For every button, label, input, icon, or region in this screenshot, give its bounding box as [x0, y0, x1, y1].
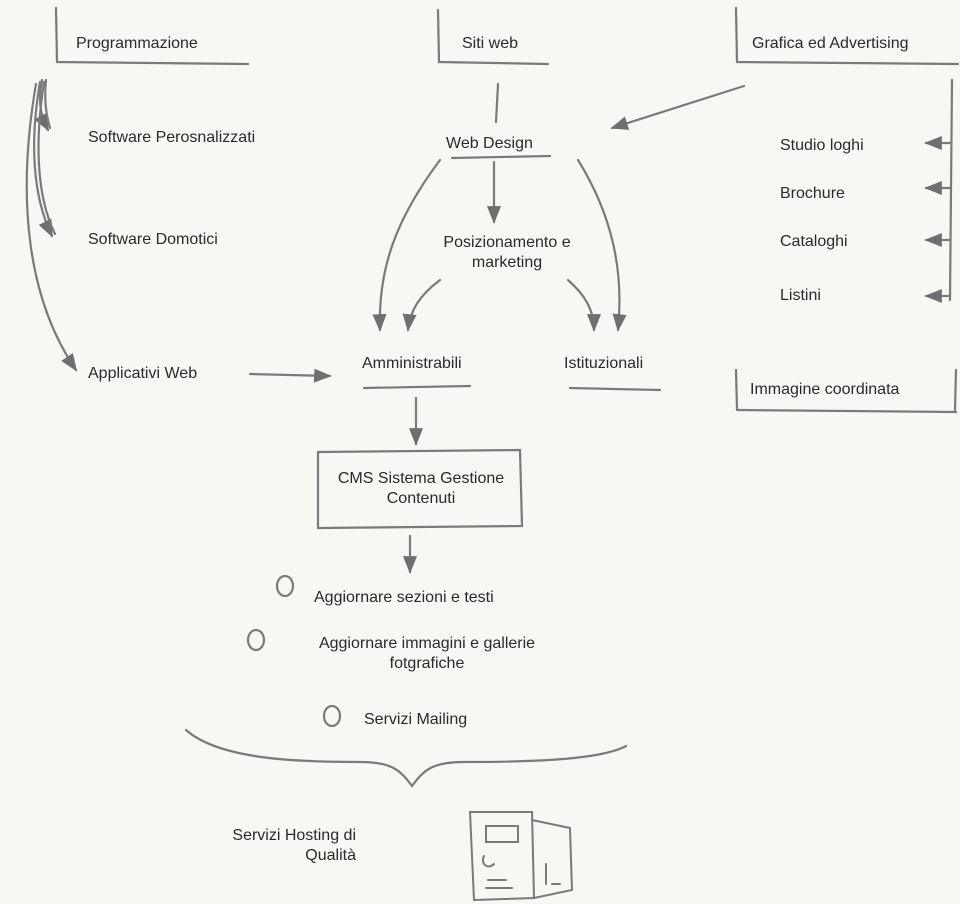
siti-web-bracket [436, 8, 550, 66]
arrow-webdesign-to-amministrabili [372, 158, 442, 332]
cms-title: CMS Sistema Gestione Contenuti [337, 470, 505, 507]
immagine-coordinata: Immagine coordinata [750, 381, 900, 398]
category-grafica: Grafica ed Advertising [752, 35, 909, 52]
istituzionali-underline [568, 386, 662, 392]
line-sitiweb-to-webdesign [494, 82, 500, 124]
curly-brace [184, 728, 628, 788]
arrow-posizionamento-to-istituzionali [566, 278, 602, 332]
grafica-bracket [734, 6, 960, 66]
webdesign-underline [450, 154, 552, 160]
arrow-posizionamento-to-amministrabili [402, 278, 442, 332]
arrow-grafica-to-webdesign [610, 84, 746, 130]
immagine-underline [736, 408, 958, 414]
item-applicativi-web: Applicativi Web [88, 365, 198, 382]
arrow-webdesign-to-istituzionali [576, 158, 627, 332]
web-design: Web Design [446, 135, 533, 152]
amministrabili: Amministrabili [362, 355, 462, 372]
programmazione-bracket [54, 6, 250, 66]
item-cataloghi: Cataloghi [780, 233, 848, 250]
item-software-personalizzati: Software Perosnalizzati [88, 129, 256, 146]
feature-servizi-mailing: Servizi Mailing [364, 711, 468, 728]
item-studio-loghi: Studio loghi [780, 137, 864, 154]
server-icon [468, 811, 574, 902]
immagine-bracket-left [734, 368, 739, 412]
circle-bullet-1 [275, 574, 295, 598]
item-software-domotici: Software Domotici [88, 231, 218, 248]
category-siti-web: Siti web [462, 35, 519, 52]
feature-aggiornare-sezioni: Aggiornare sezioni e testi [314, 589, 494, 606]
amministrabili-underline [362, 384, 472, 390]
circle-bullet-2 [246, 628, 266, 652]
posizionamento-marketing: Posizionamento e marketing [443, 234, 571, 271]
item-brochure: Brochure [780, 185, 845, 202]
circle-bullet-3 [322, 704, 342, 728]
grafica-vertical-line [948, 78, 954, 302]
istituzionali: Istituzionali [564, 355, 644, 372]
cms-box [316, 448, 524, 530]
arrow-to-software-domotici [33, 80, 54, 238]
item-listini: Listini [780, 287, 821, 304]
arrow-applicativi-to-amministrabili [248, 368, 332, 383]
arrow-to-applicativi-web [25, 82, 78, 372]
immagine-bracket-right [953, 368, 958, 412]
feature-aggiornare-immagini: Aggiornare immagini e gallerie fotgrafic… [318, 635, 536, 672]
hosting-label: Servizi Hosting di Qualità [232, 827, 356, 864]
category-programmazione: Programmazione [76, 35, 198, 52]
